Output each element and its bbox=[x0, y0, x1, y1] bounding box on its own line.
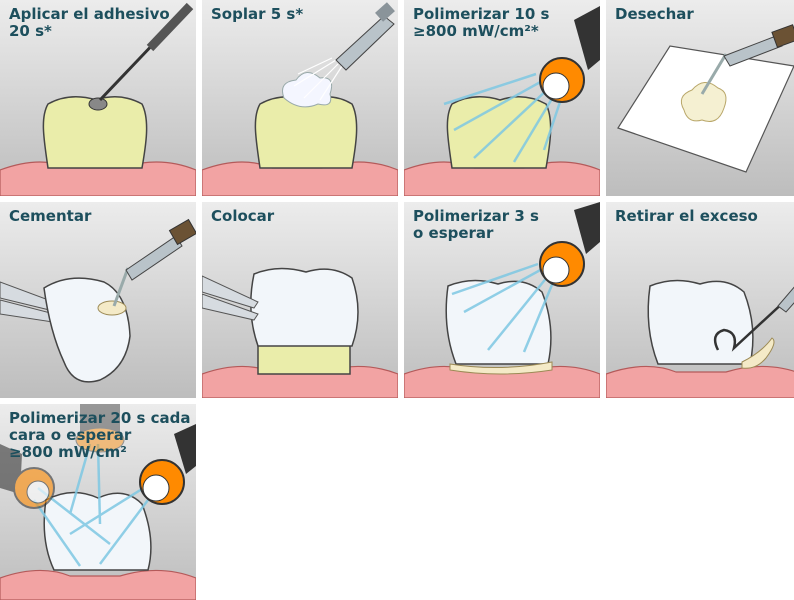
step-panel-blow-air: Soplar 5 s* bbox=[202, 0, 398, 196]
step-title: Polimerizar 3 s o esperar bbox=[413, 208, 539, 242]
cement-illustration bbox=[0, 202, 196, 398]
prepared-tooth bbox=[447, 97, 550, 168]
blow-air-illustration bbox=[202, 0, 398, 196]
step-panel-cure-10s: Polimerizar 10 s ≥800 mW/cm²* bbox=[404, 0, 600, 196]
crown bbox=[648, 280, 753, 364]
place-illustration bbox=[202, 202, 398, 398]
step-title: Aplicar el adhesivo 20 s* bbox=[9, 6, 170, 40]
step-panel-apply-adhesive: Aplicar el adhesivo 20 s* bbox=[0, 0, 196, 196]
curing-light-icon bbox=[540, 202, 600, 286]
step-title: Retirar el exceso bbox=[615, 208, 758, 225]
gum bbox=[606, 366, 794, 398]
air-syringe-icon bbox=[114, 220, 196, 306]
step-panel-remove-excess: Retirar el exceso bbox=[606, 202, 794, 398]
adhesive-drop bbox=[89, 98, 107, 110]
step-panel-dispose: Desechar bbox=[606, 0, 794, 196]
air-syringe-icon bbox=[336, 2, 395, 70]
step-title: Cementar bbox=[9, 208, 91, 225]
step-title: Polimerizar 20 s cada cara o esperar ≥80… bbox=[9, 410, 191, 461]
cement-layer bbox=[98, 301, 126, 315]
step-title: Polimerizar 10 s ≥800 mW/cm²* bbox=[413, 6, 549, 40]
step-panel-cement: Cementar bbox=[0, 202, 196, 398]
prepared-tooth bbox=[255, 97, 356, 168]
tweezers-icon bbox=[202, 276, 258, 320]
gum bbox=[0, 570, 196, 600]
step-title: Soplar 5 s* bbox=[211, 6, 303, 23]
step-panel-cure-3s: Polimerizar 3 s o esperar bbox=[404, 202, 600, 398]
step-title: Desechar bbox=[615, 6, 694, 23]
dispose-illustration bbox=[606, 0, 794, 196]
step-title: Colocar bbox=[211, 208, 274, 225]
crown bbox=[251, 268, 358, 346]
step-panel-place: Colocar bbox=[202, 202, 398, 398]
step-panel-cure-20s: Polimerizar 20 s cada cara o esperar ≥80… bbox=[0, 404, 196, 600]
remove-excess-illustration bbox=[606, 202, 794, 398]
